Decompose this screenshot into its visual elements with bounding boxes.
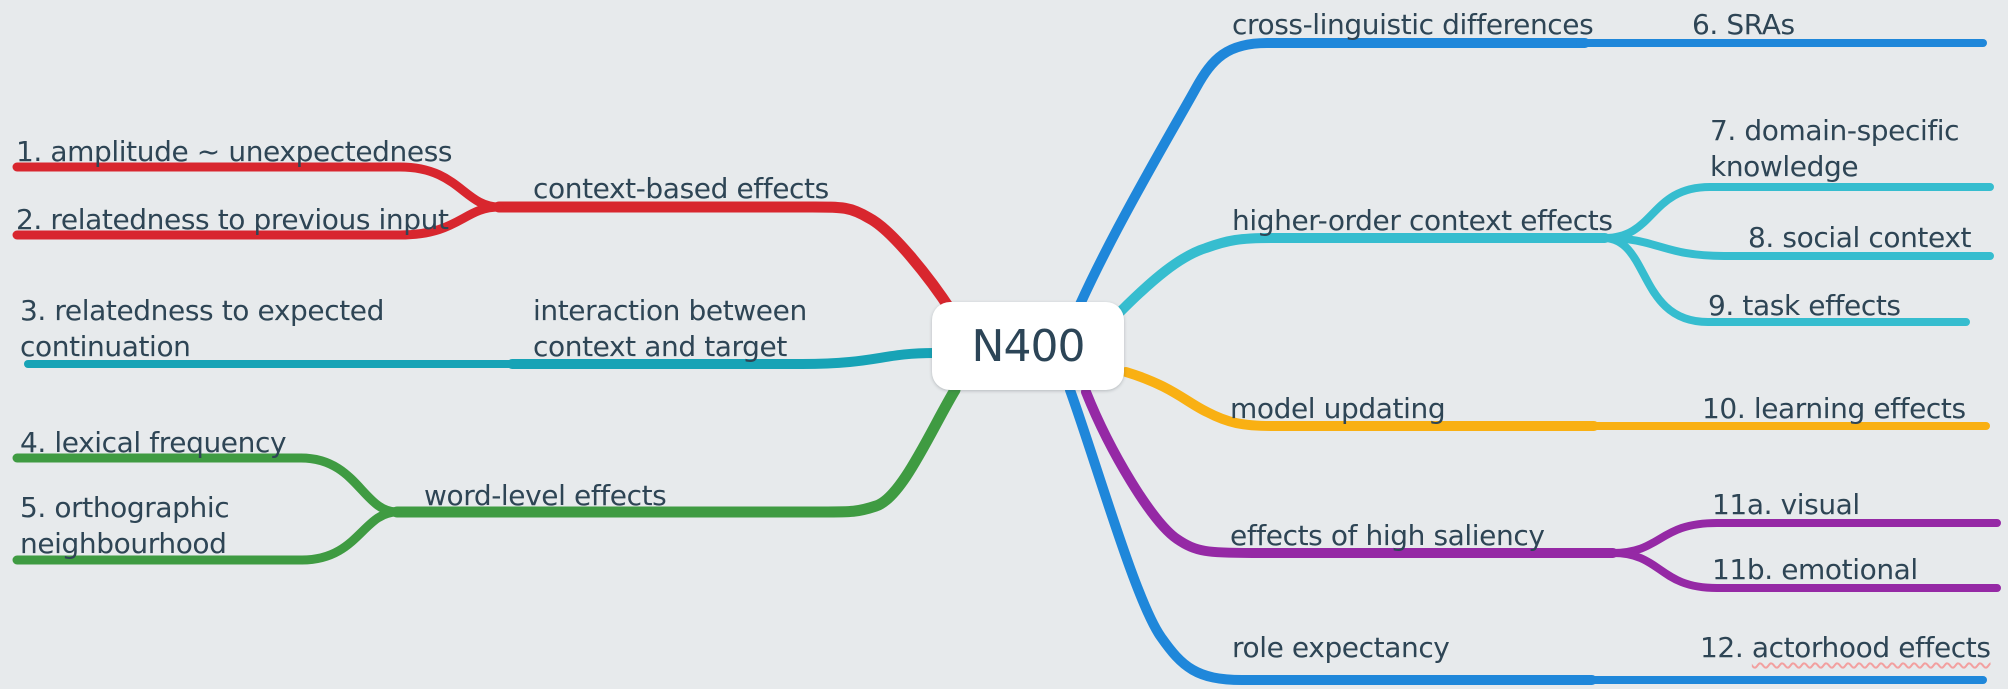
topic-context-based-effects[interactable]: context-based effects (533, 172, 829, 205)
subtopic-visual[interactable]: 11a. visual (1712, 488, 1860, 521)
branch-higher-order-child2-line (1601, 234, 1994, 260)
topic-cross-linguistic-differences[interactable]: cross-linguistic differences (1232, 8, 1594, 41)
branch-cross-linguistic-trunk-line (1058, 38, 1590, 350)
subtopic-task-effects[interactable]: 9. task effects (1708, 289, 1901, 322)
branch-higher-order-child3-line (1601, 234, 1970, 326)
topic-word-level-effects[interactable]: word-level effects (424, 479, 667, 512)
branch-context-based-child2-line (12, 202, 504, 240)
branch-interaction-trunk-line (507, 348, 939, 369)
topic-effects-of-high-saliency[interactable]: effects of high saliency (1230, 519, 1545, 552)
branch-high-saliency-child1-line (1609, 519, 2001, 557)
root-node-label: N400 (971, 320, 1086, 372)
branch-word-level-trunk-line (391, 384, 961, 518)
subtopic-amplitude-unexpectedness[interactable]: 1. amplitude ~ unexpectedness (16, 135, 453, 168)
branch-role-expectancy-trunk-line (1065, 385, 1597, 685)
topic-higher-order-context-effects[interactable]: higher-order context effects (1232, 204, 1613, 237)
branch-context-based-trunk-line (493, 201, 958, 318)
topic-interaction-context-target[interactable]: interaction between context and target (533, 294, 807, 363)
root-node-n400[interactable]: N400 (932, 302, 1124, 390)
subtopic-lexical-frequency[interactable]: 4. lexical frequency (20, 426, 287, 459)
subtopic-social-context[interactable]: 8. social context (1748, 221, 1972, 254)
subtopic-actorhood-effects[interactable]: 12. actorhood effects (1700, 630, 1991, 666)
subtopic-orthographic-neighbourhood[interactable]: 5. orthographic neighbourhood (20, 491, 230, 560)
branch-word-level-child2-line (12, 507, 402, 565)
subtopic-relatedness-previous-input[interactable]: 2. relatedness to previous input (16, 203, 449, 236)
subtopic-actorhood-number: 12. (1700, 631, 1752, 664)
branch-higher-order-trunk-line (1115, 233, 1610, 317)
subtopic-emotional[interactable]: 11b. emotional (1712, 553, 1918, 586)
topic-model-updating[interactable]: model updating (1230, 392, 1446, 425)
branch-context-based-child1-line (12, 162, 504, 212)
branch-high-saliency-trunk-line (1081, 387, 1618, 558)
subtopic-actorhood-misspelled-text: actorhood effects (1751, 631, 1991, 664)
branch-model-updating-trunk-line (1121, 367, 1599, 431)
subtopic-domain-specific-knowledge[interactable]: 7. domain-specific knowledge (1710, 114, 1960, 183)
subtopic-relatedness-expected-continuation[interactable]: 3. relatedness to expected continuation (20, 294, 384, 363)
branch-high-saliency-child2-line (1609, 549, 2001, 592)
subtopic-learning-effects[interactable]: 10. learning effects (1702, 392, 1966, 425)
subtopic-sras[interactable]: 6. SRAs (1692, 8, 1795, 41)
topic-role-expectancy[interactable]: role expectancy (1232, 631, 1450, 664)
